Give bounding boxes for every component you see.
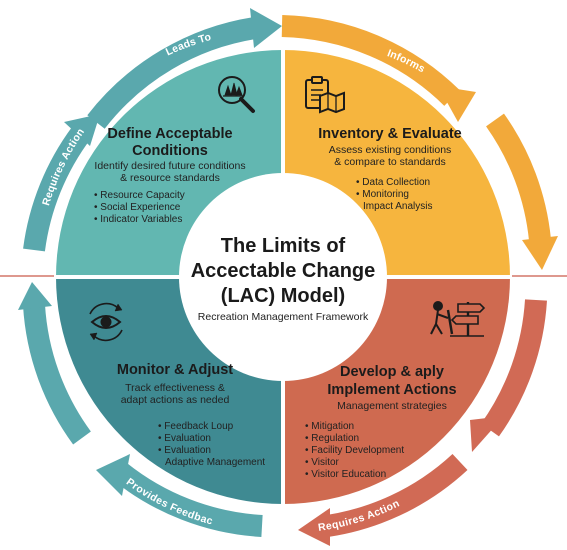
monitor-bullets: • Feedback Loup • Evaluation • Evaluatio… bbox=[158, 421, 265, 468]
list-item: • Indicator Variables bbox=[94, 214, 182, 225]
center-title-line-3: (LAC) Model) bbox=[221, 285, 345, 307]
forest-magnifier-icon bbox=[218, 76, 255, 113]
list-item: • Facility Development bbox=[305, 445, 404, 456]
list-item: • Regulation bbox=[305, 433, 359, 444]
monitor-desc-line-1: Track effectiveness & bbox=[125, 382, 225, 394]
clipboard-map-icon bbox=[305, 76, 345, 114]
develop-title-line-1: Develop & aply bbox=[340, 364, 444, 380]
monitor-desc-line-2: adapt actions as neded bbox=[121, 394, 230, 406]
eye-cycle-icon bbox=[89, 302, 123, 342]
inventory-desc-line-2: & compare to standards bbox=[334, 156, 445, 168]
arrow-right-orange bbox=[485, 113, 558, 270]
arrow-left-lower bbox=[18, 282, 91, 445]
list-item: Impact Analysis bbox=[363, 201, 432, 212]
list-item: • Resource Capacity bbox=[94, 190, 185, 201]
define-desc-line-1: Identify desired future conditions bbox=[94, 160, 245, 172]
inventory-title-line-1: Inventory & Evaluate bbox=[318, 126, 461, 142]
list-item: • Evaluation bbox=[158, 433, 211, 444]
monitor-title-line-1: Monitor & Adjust bbox=[117, 362, 233, 378]
inventory-desc-line-1: Assess existing conditions bbox=[329, 144, 452, 156]
list-item: • Mitigation bbox=[305, 421, 354, 432]
center-title-line-2: Accectable Change bbox=[191, 260, 376, 282]
center-circle bbox=[179, 173, 387, 381]
list-item: • Evaluation bbox=[158, 445, 211, 456]
list-item: • Visitor Education bbox=[305, 469, 386, 480]
define-desc-line-2: & resource standards bbox=[120, 172, 220, 184]
list-item: • Social Experience bbox=[94, 202, 181, 213]
list-item: • Feedback Loup bbox=[158, 421, 234, 432]
center-title-line-1: The Limits of bbox=[221, 235, 346, 257]
worker-signpost-icon bbox=[430, 301, 486, 337]
list-item: • Data Collection bbox=[356, 177, 430, 188]
center-subtitle: Recreation Management Framework bbox=[198, 311, 369, 323]
list-item: • Monitoring bbox=[356, 189, 409, 200]
develop-bullets: • Mitigation • Regulation • Facility Dev… bbox=[305, 421, 404, 480]
list-item: • Visitor bbox=[305, 457, 340, 468]
arrow-right-red bbox=[470, 299, 547, 452]
define-bullets: • Resource Capacity • Social Experience … bbox=[94, 190, 185, 225]
inventory-bullets: • Data Collection • Monitoring Impact An… bbox=[356, 177, 432, 212]
develop-desc-line-1: Management strategies bbox=[337, 400, 447, 412]
define-title-line-1: Define Acceptable bbox=[107, 126, 232, 142]
develop-title-line-2: Implement Actions bbox=[327, 382, 456, 398]
define-title-line-2: Conditions bbox=[132, 143, 208, 159]
list-item: Adaptive Management bbox=[165, 457, 265, 468]
